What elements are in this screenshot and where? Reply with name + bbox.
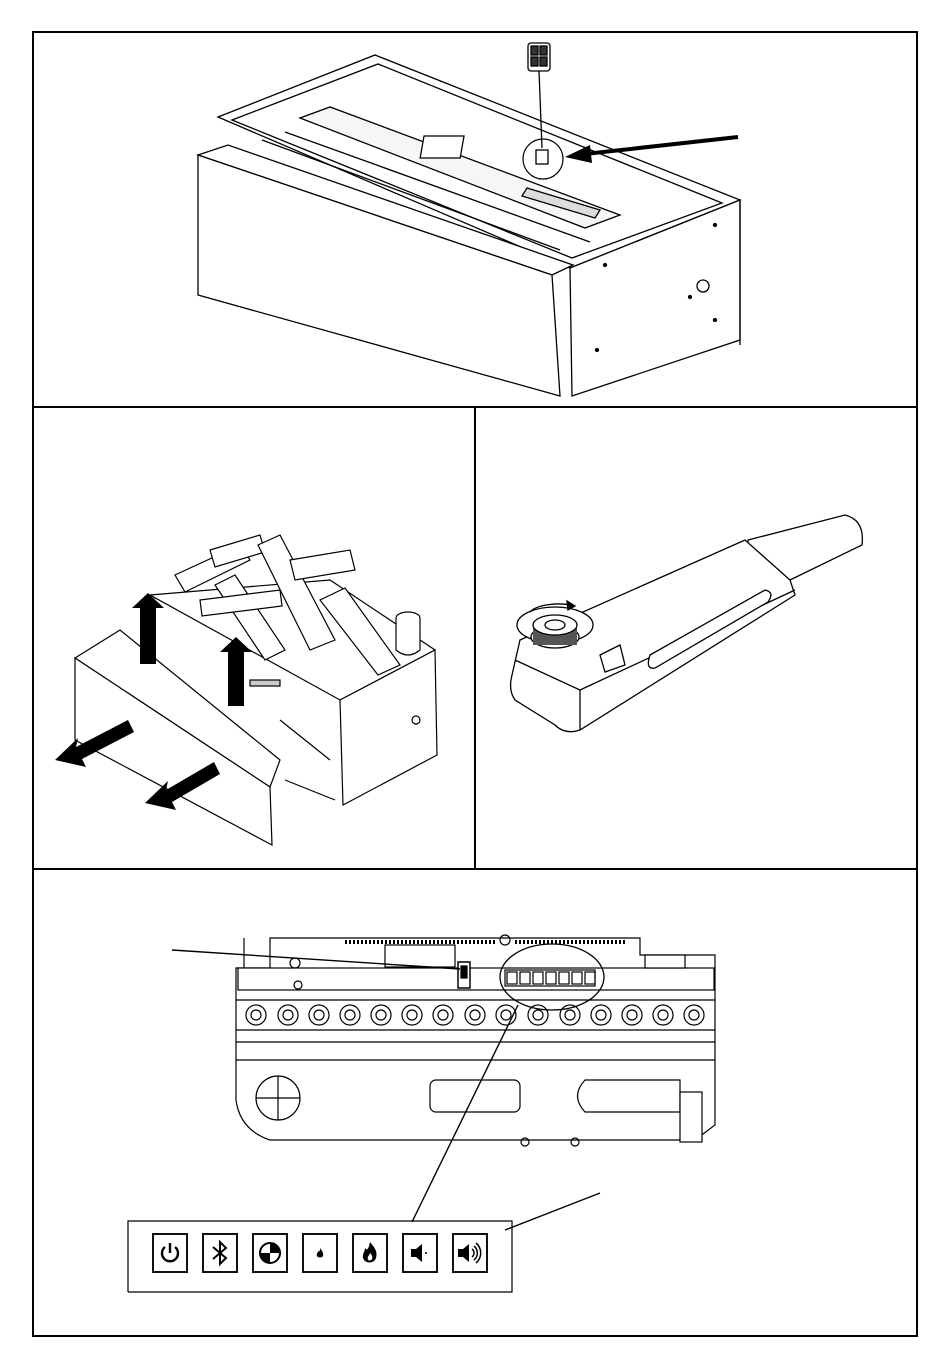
power-button[interactable] xyxy=(152,1233,188,1273)
bluetooth-button[interactable] xyxy=(202,1233,238,1273)
volume-up-button[interactable] xyxy=(452,1233,488,1273)
half-circle-icon xyxy=(257,1240,283,1266)
small-flame-icon xyxy=(314,1247,326,1259)
volume-down-button[interactable] xyxy=(402,1233,438,1273)
large-flame-button[interactable] xyxy=(352,1233,388,1273)
half-circle-button[interactable] xyxy=(252,1233,288,1273)
small-flame-button[interactable] xyxy=(302,1233,338,1273)
bluetooth-icon xyxy=(209,1240,231,1266)
power-icon xyxy=(158,1241,182,1265)
volume-up-icon xyxy=(456,1241,484,1265)
volume-down-icon xyxy=(408,1242,432,1264)
large-flame-icon xyxy=(359,1241,381,1265)
